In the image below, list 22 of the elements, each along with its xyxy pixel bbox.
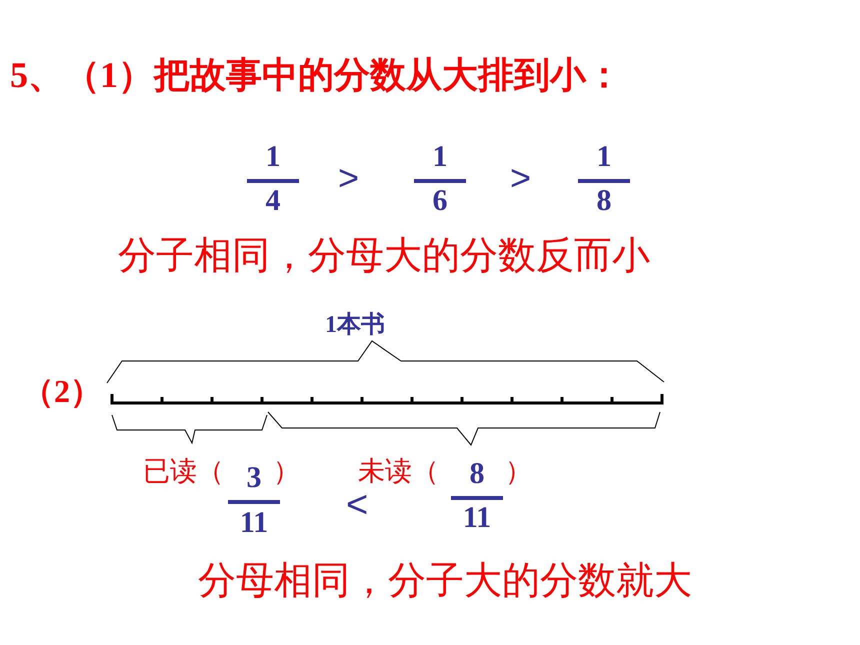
heading: 5、（1）把故事中的分数从大排到小： <box>10 57 622 93</box>
bracket-text: ） <box>505 458 532 485</box>
numerator: 1 <box>266 142 280 172</box>
numerator: 3 <box>246 463 262 493</box>
rule-statement: 分母相同，分子大的分数就大 <box>198 562 692 600</box>
numerator: 1 <box>432 142 448 172</box>
numerator: 8 <box>470 459 484 489</box>
unread-label: 未读（ <box>358 458 439 485</box>
numerator: 1 <box>596 142 612 172</box>
denominator: 4 <box>266 186 280 216</box>
bracket-text: ） <box>273 458 300 485</box>
denominator: 11 <box>240 508 268 538</box>
denominator: 8 <box>596 186 612 216</box>
denominator: 11 <box>462 503 492 533</box>
whole-label: 1本书 <box>325 313 385 337</box>
read-label: 已读（ <box>143 458 224 485</box>
comparison-sign: < <box>346 486 368 524</box>
comparison-sign: > <box>510 160 532 196</box>
denominator: 6 <box>432 186 448 216</box>
part-label: （2） <box>22 375 102 407</box>
comparison-sign: > <box>338 160 360 196</box>
rule-statement: 分子相同，分母大的分数反而小 <box>118 237 650 275</box>
